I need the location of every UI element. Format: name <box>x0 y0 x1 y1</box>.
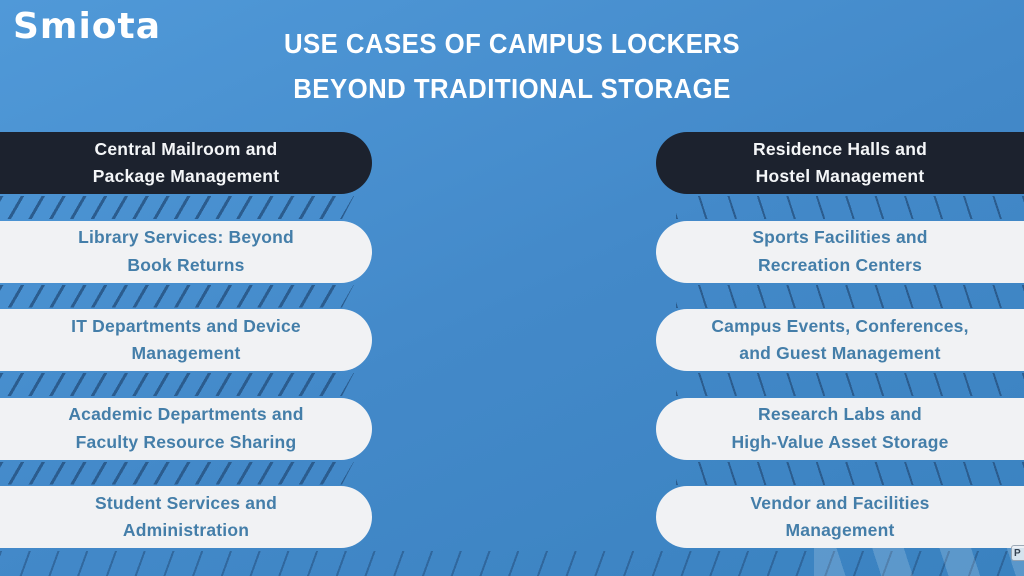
slide-title: USE CASES OF CAMPUS LOCKERS BEYOND TRADI… <box>0 21 1024 111</box>
pill-text-line: Residence Halls and <box>752 138 927 159</box>
pill-text-line: Vendor and Facilities <box>750 492 930 513</box>
hatch-band-left-1 <box>0 196 354 219</box>
pill-text-line: Central Mailroom and <box>94 138 278 159</box>
pill-text-line: Academic Departments and <box>68 404 304 424</box>
pill-text-line: and Guest Management <box>739 343 941 363</box>
use-case-pill-campus-events: Campus Events, Conferences, and Guest Ma… <box>656 309 1024 371</box>
pill-text-line: Faculty Resource Sharing <box>75 431 297 452</box>
corner-watermark-icon: P <box>1011 545 1024 561</box>
bottom-light-bands <box>814 546 1024 576</box>
pill-text-line: Book Returns <box>127 254 245 275</box>
pill-text-line: Management <box>785 520 895 540</box>
title-line-2: BEYOND TRADITIONAL STORAGE <box>293 73 731 104</box>
pill-text-line: Student Services and <box>95 492 277 513</box>
use-case-pill-vendor-facilities: Vendor and Facilities Management <box>656 486 1024 548</box>
brand-logo: Smiota <box>13 6 162 47</box>
use-case-pill-residence-halls: Residence Halls and Hostel Management <box>656 132 1024 194</box>
left-use-case-column: Central Mailroom and Package Management … <box>0 132 372 575</box>
pill-text-line: Administration <box>122 520 250 540</box>
hatch-band-right-4 <box>676 461 1024 485</box>
hatch-band-left-3 <box>0 373 354 396</box>
pill-text-line: IT Departments and Device <box>71 315 301 336</box>
pill-text-line: Research Labs and <box>758 404 922 424</box>
use-case-pill-sports-facilities: Sports Facilities and Recreation Centers <box>656 220 1024 283</box>
pill-text-line: Sports Facilities and <box>752 227 928 247</box>
use-case-pill-central-mailroom: Central Mailroom and Package Management <box>0 132 372 194</box>
pill-text-line: Management <box>131 343 241 363</box>
pill-text-line: Hostel Management <box>755 166 925 186</box>
hatch-band-right-1 <box>676 196 1024 219</box>
use-case-pill-student-services: Student Services and Administration <box>0 486 372 548</box>
bottom-hatch-strip <box>0 551 1024 576</box>
pill-text-line: Library Services: Beyond <box>78 227 294 247</box>
title-line-1: USE CASES OF CAMPUS LOCKERS <box>283 28 741 59</box>
pill-text-line: Package Management <box>92 166 280 186</box>
right-use-case-column: Residence Halls and Hostel Management Sp… <box>656 132 1024 575</box>
pill-text-line: Recreation Centers <box>757 254 923 275</box>
pill-text-line: Campus Events, Conferences, <box>711 315 969 336</box>
use-case-pill-academic-departments: Academic Departments and Faculty Resourc… <box>0 397 372 460</box>
use-case-pill-library-services: Library Services: Beyond Book Returns <box>0 220 372 283</box>
use-case-pill-research-labs: Research Labs and High-Value Asset Stora… <box>656 397 1024 460</box>
use-case-pill-it-departments: IT Departments and Device Management <box>0 309 372 371</box>
hatch-band-left-4 <box>0 462 354 485</box>
hatch-band-left-2 <box>0 285 354 308</box>
pill-text-line: High-Value Asset Storage <box>731 431 949 452</box>
hatch-band-right-3 <box>676 373 1024 396</box>
hatch-band-right-2 <box>676 284 1024 308</box>
